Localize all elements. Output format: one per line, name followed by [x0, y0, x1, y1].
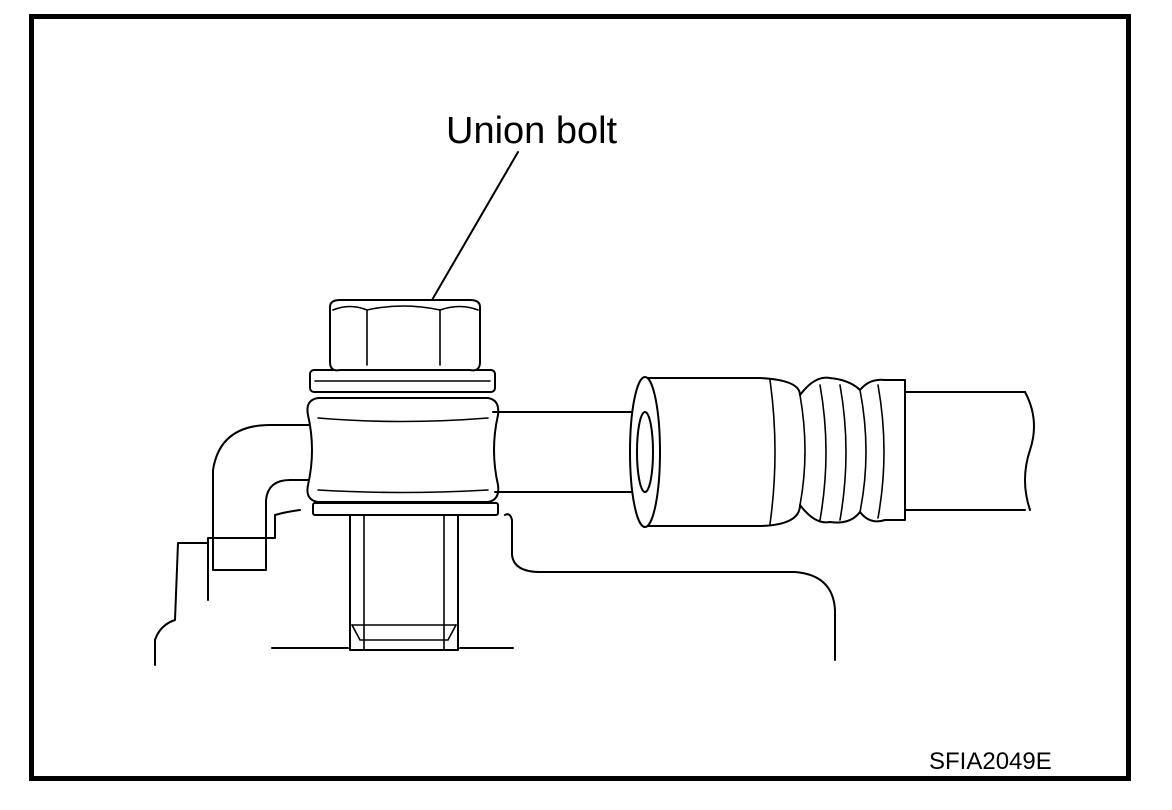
lower-copper-washer	[312, 502, 499, 516]
flexible-hose	[904, 391, 1035, 511]
figure-frame	[29, 14, 1131, 781]
banjo-fitting	[306, 397, 500, 503]
callout-leader-line	[431, 151, 519, 301]
hose-fitting	[629, 376, 906, 528]
union-bolt-label: Union bolt	[446, 110, 618, 152]
union-bolt-head	[329, 299, 481, 372]
housing-body	[154, 509, 836, 666]
bolt-shank	[349, 514, 459, 651]
brake-pipe	[492, 411, 646, 493]
figure-id: SFIA2049E	[929, 748, 1052, 775]
brake-tube-elbow	[212, 424, 314, 571]
